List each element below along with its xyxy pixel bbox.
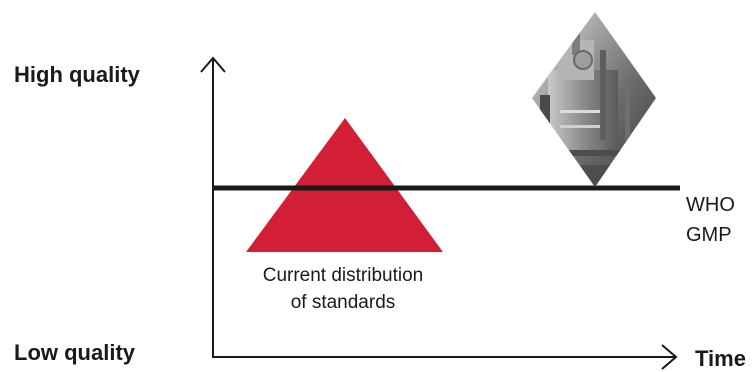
y-axis-arrowhead (200, 56, 226, 73)
y-axis (200, 56, 226, 358)
x-axis (213, 344, 678, 370)
who-gmp-label: WHO GMP (686, 190, 735, 250)
y-axis-low-label: Low quality (14, 340, 135, 365)
y-axis-high-label: High quality (14, 62, 140, 87)
x-axis-label: Time (695, 346, 746, 371)
industrial-equipment-photo-icon (532, 12, 656, 187)
who-gmp-label-line2: GMP (686, 224, 732, 246)
x-axis-arrowhead (661, 344, 678, 370)
distribution-caption-line1: Current distribution (262, 265, 424, 286)
distribution-triangle (246, 118, 443, 252)
distribution-caption: Current distribution of standards (236, 262, 450, 316)
who-gmp-label-line1: WHO (686, 194, 735, 216)
distribution-caption-line2: of standards (290, 292, 396, 313)
